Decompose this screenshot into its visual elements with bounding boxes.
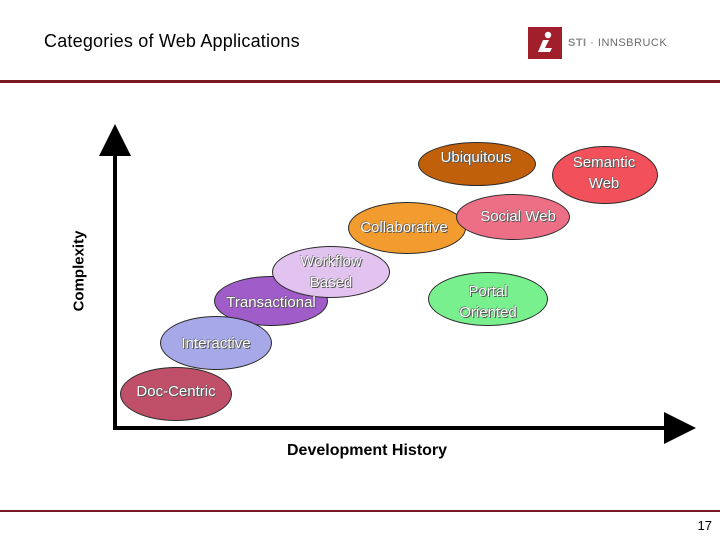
title-divider [0,80,720,83]
portal-label-line1: Portal [468,283,508,300]
semantic-web-bubble [552,146,658,204]
social-web-bubble [456,194,570,240]
interactive-label: Interactive [181,335,251,352]
workflow-based-bubble [272,246,390,298]
workflow-based-label: Workflow Based [284,251,378,293]
transactional-label: Transactional [226,294,316,311]
portal-label-line2: Oriented [459,304,517,321]
page-number: 17 [697,518,712,533]
semantic-web-label-line2: Web [588,175,620,192]
footer-divider [0,510,720,512]
y-axis-label: Complexity [70,230,88,312]
logo-place: INNSBRUCK [597,37,668,49]
collaborative-label: Collaborative [360,219,448,236]
workflow-label-line2: Based [309,274,353,291]
semantic-web-label: Semantic Web [556,152,652,194]
interactive-bubble [160,316,272,370]
slide-title: Categories of Web Applications [44,31,300,51]
semantic-web-label-line1: Semantic [572,154,636,171]
collaborative-bubble [348,202,466,254]
logo-brand: STI [568,37,587,49]
logo-separator: · [586,37,598,49]
doc-centric-label: Doc-Centric [136,383,216,400]
portal-oriented-label: Portal Oriented [440,281,536,323]
ubiquitous-bubble [418,142,536,186]
workflow-label-line1: Workflow [300,253,362,270]
sti-innsbruck-logo: STI · INNSBRUCK [528,27,688,59]
portal-oriented-bubble [428,272,548,326]
logo-mark-icon [528,27,562,59]
ubiquitous-label: Ubiquitous [440,149,512,166]
logo-wordmark: STI · INNSBRUCK [568,37,667,49]
doc-centric-bubble [120,367,232,421]
social-web-label: Social Web [480,208,556,225]
x-axis-label: Development History [287,442,448,459]
